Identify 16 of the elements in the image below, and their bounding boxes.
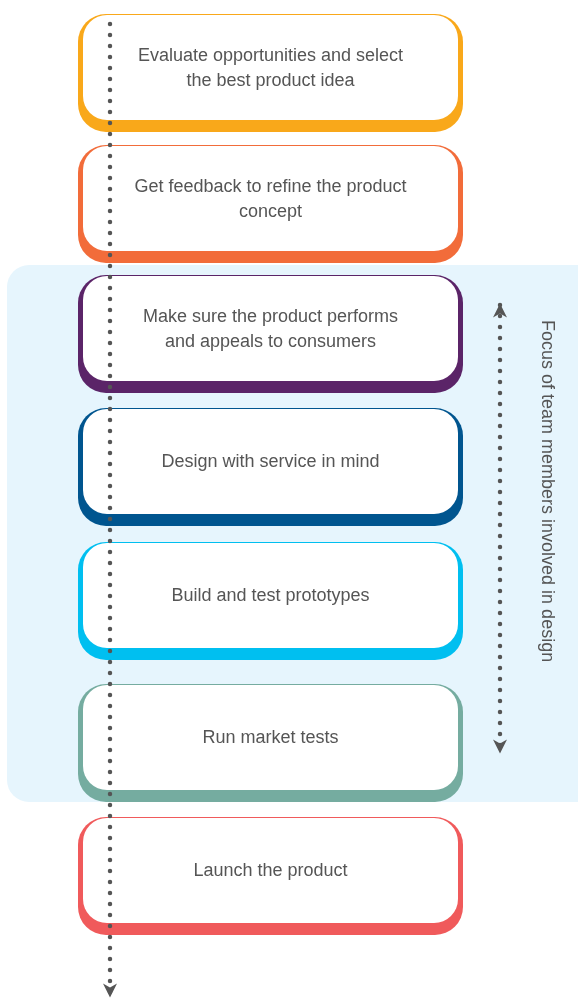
step-text: Evaluate opportunities and select the best product idea [136, 43, 405, 92]
step-text: Get feedback to refine the product concept [133, 174, 408, 223]
process-box [78, 408, 463, 526]
step-text: Design with service in mind [161, 450, 380, 473]
process-box [78, 145, 463, 263]
band-label: Focus of team members involved in design [537, 320, 559, 663]
process-box [78, 542, 463, 660]
process-box [78, 684, 463, 802]
process-box [78, 275, 463, 393]
step-text: Build and test prototypes [171, 584, 370, 607]
process-box [78, 817, 463, 935]
highlight-band [7, 265, 578, 802]
step-text: Run market tests [202, 726, 339, 749]
process-box [78, 14, 463, 132]
step-text: Make sure the product performs and appeals to consumers [141, 304, 400, 353]
step-text: Launch the product [193, 859, 348, 882]
